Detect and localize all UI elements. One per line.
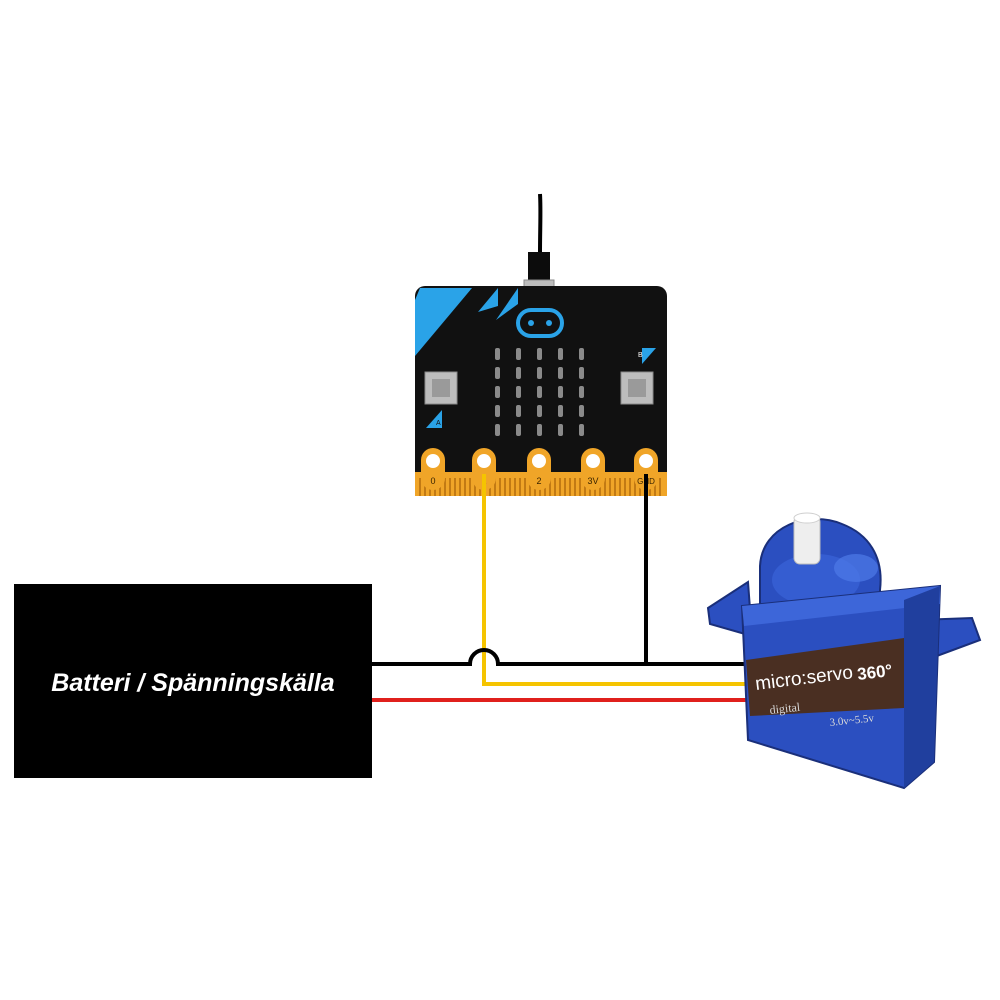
button-b: B [620,348,656,405]
led [537,405,542,417]
button-a: A [424,371,458,428]
led [516,386,521,398]
edge-finger [579,478,581,496]
edge-finger [609,478,611,496]
edge-finger [504,478,506,496]
led [537,348,542,360]
pin-pad-2: 2 [527,448,551,490]
edge-finger [494,478,496,496]
usb-cable [523,193,555,293]
led [537,386,542,398]
led [495,367,500,379]
servo-model-label: 360° [856,661,893,684]
wires [372,474,750,702]
edge-finger [509,478,511,496]
edge-finger [619,478,621,496]
pin-pad-3v: 3V [581,448,605,490]
pin-label: 2 [536,476,541,486]
edge-finger [444,478,446,496]
edge-finger [499,478,501,496]
servo-voltage-label: 3.0v~5.5v [829,712,875,729]
led [495,424,500,436]
edge-finger [529,478,531,496]
led [579,424,584,436]
led [579,348,584,360]
led [558,348,563,360]
led [558,405,563,417]
led [537,367,542,379]
edge-finger [604,478,606,496]
servo-type-label: digital [769,700,802,717]
edge-finger [459,478,461,496]
edge-finger [574,478,576,496]
edge-finger [629,478,631,496]
edge-finger [659,478,661,496]
battery-label: Batteri / Spänningskälla [51,668,335,697]
edge-finger [419,478,421,496]
pin-label: 0 [430,476,435,486]
led [516,367,521,379]
edge-finger [654,478,656,496]
led [558,367,563,379]
signal-wire [482,474,748,686]
edge-finger [524,478,526,496]
edge-finger [464,478,466,496]
servo-motor: micro:servo 360° digital 3.0v~5.5v [706,512,982,790]
edge-finger [564,478,566,496]
edge-finger [469,478,471,496]
button-a-label: A [436,420,441,427]
edge-finger [634,478,636,496]
led [516,424,521,436]
edge-finger [624,478,626,496]
edge-finger [614,478,616,496]
ground-wire [372,648,748,666]
led [516,405,521,417]
led [537,424,542,436]
button-b-marker-icon [642,348,656,364]
led [495,348,500,360]
edge-finger [554,478,556,496]
edge-finger [449,478,451,496]
edge-finger [549,478,551,496]
led [516,348,521,360]
led [495,405,500,417]
pin-pad-0: 0 [421,448,445,490]
board-accent-corner [415,288,472,356]
led [579,367,584,379]
led [579,386,584,398]
led [558,424,563,436]
led [579,405,584,417]
board-accent-stripe [496,288,518,320]
edge-finger [569,478,571,496]
edge-finger [559,478,561,496]
led [558,386,563,398]
microbit-logo-icon [516,308,564,338]
led [495,386,500,398]
edge-finger [474,478,476,496]
led-matrix [495,348,584,436]
button-b-label: B [638,352,643,359]
button-a-marker-icon [426,410,442,428]
pin-label: 3V [587,476,598,486]
board-accent-stripe [478,288,498,312]
edge-finger [454,478,456,496]
battery-power-source: Batteri / Spänningskälla [14,584,372,778]
edge-finger [584,478,586,496]
edge-finger [424,478,426,496]
edge-finger [514,478,516,496]
edge-finger [519,478,521,496]
servo-label-sticker [746,638,904,716]
